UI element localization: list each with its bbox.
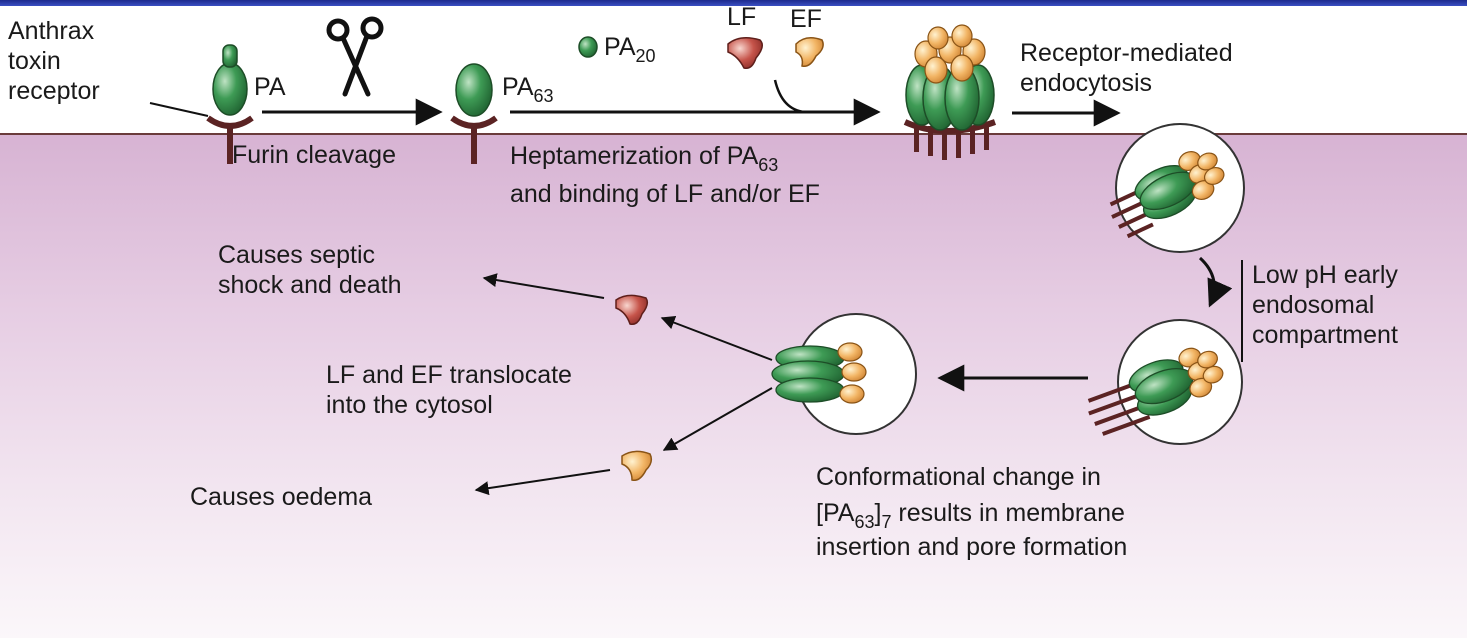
- receptor-icon: [450, 115, 498, 164]
- hepta-line1-sub: 63: [758, 155, 779, 175]
- arrow-to-septic: [482, 273, 605, 299]
- lf-icon: [615, 294, 649, 326]
- lf-icon: [727, 37, 763, 70]
- pa-label: PA: [254, 73, 286, 101]
- receptor-mediated-line1: Receptor-mediated: [1020, 39, 1233, 67]
- pa20-icon: [578, 36, 598, 58]
- arrow-to-low-ph: [1198, 256, 1233, 308]
- conformational-label: Conformational change in [PA63]7 results…: [816, 462, 1127, 562]
- translocate-line1: LF and EF translocate: [326, 361, 572, 389]
- septic-line1: Causes septic: [218, 241, 376, 269]
- pa63-base: PA: [502, 73, 534, 101]
- pa63-label: PA63: [502, 72, 554, 106]
- conf-line2-sub2: 7: [881, 512, 892, 532]
- ef-icon: [795, 37, 824, 68]
- receptor-mediated-label: Receptor-mediated endocytosis: [1020, 38, 1233, 98]
- conf-line3: insertion and pore formation: [816, 533, 1128, 561]
- hepta-line1-base: Heptamerization of PA: [510, 142, 759, 170]
- endosome-icon: [771, 313, 917, 435]
- receptor-pointer: [149, 102, 209, 117]
- arrow-to-lf: [660, 315, 773, 361]
- ef-icon: [621, 450, 653, 482]
- pa-icon: [212, 44, 248, 116]
- receptor-label: Anthrax toxin receptor: [8, 16, 100, 106]
- pa63-sub: 63: [533, 86, 554, 106]
- translocate-line2: into the cytosol: [326, 391, 493, 419]
- binding-curve: [773, 79, 806, 114]
- title-bar-strip: [0, 0, 1467, 6]
- septic-label: Causes septic shock and death: [218, 240, 401, 300]
- low-ph-line2: endosomal: [1252, 291, 1375, 319]
- low-ph-label: Low pH early endosomal compartment: [1252, 260, 1398, 350]
- receptor-mediated-line2: endocytosis: [1020, 69, 1153, 97]
- low-ph-line3: compartment: [1252, 321, 1398, 349]
- oedema-label: Causes oedema: [190, 483, 373, 511]
- hepta-line2: and binding of LF and/or EF: [510, 180, 820, 208]
- arrow-to-ef: [662, 387, 773, 451]
- receptor-label-line3: receptor: [8, 77, 100, 105]
- endosome-icon: [1109, 123, 1245, 253]
- receptor-label-line2: toxin: [8, 47, 61, 75]
- arrow-to-oedema: [474, 469, 611, 496]
- septic-line2: shock and death: [218, 271, 402, 299]
- receptor-label-line1: Anthrax: [8, 17, 95, 45]
- conf-line2: [PA63]7 results in membrane: [816, 498, 1127, 532]
- hepta-line1: Heptamerization of PA63: [510, 141, 820, 175]
- pa20-sub: 20: [635, 46, 656, 66]
- conf-line2-pre: [PA: [816, 499, 855, 527]
- heptamer-icon: [903, 24, 997, 160]
- conf-line1: Conformational change in: [816, 463, 1101, 491]
- cell-membrane: [0, 133, 1467, 135]
- conf-line2-post: results in membrane: [891, 499, 1125, 527]
- pa20-label: PA20: [604, 32, 656, 66]
- translocate-label: LF and EF translocate into the cytosol: [326, 360, 572, 420]
- conf-line2-mid: ]: [874, 499, 882, 527]
- low-ph-line1: Low pH early: [1252, 261, 1398, 289]
- conf-line2-sub: 63: [854, 512, 875, 532]
- furin-label: Furin cleavage: [232, 141, 396, 169]
- pa63-icon: [455, 63, 493, 117]
- lf-label: LF: [727, 3, 757, 31]
- endosome-icon: [1087, 319, 1243, 445]
- pa20-base: PA: [604, 33, 636, 61]
- receptor-icon: [206, 115, 254, 164]
- ef-label: EF: [790, 5, 822, 33]
- hepta-label: Heptamerization of PA63 and binding of L…: [510, 141, 820, 209]
- scissors-icon: [326, 16, 384, 97]
